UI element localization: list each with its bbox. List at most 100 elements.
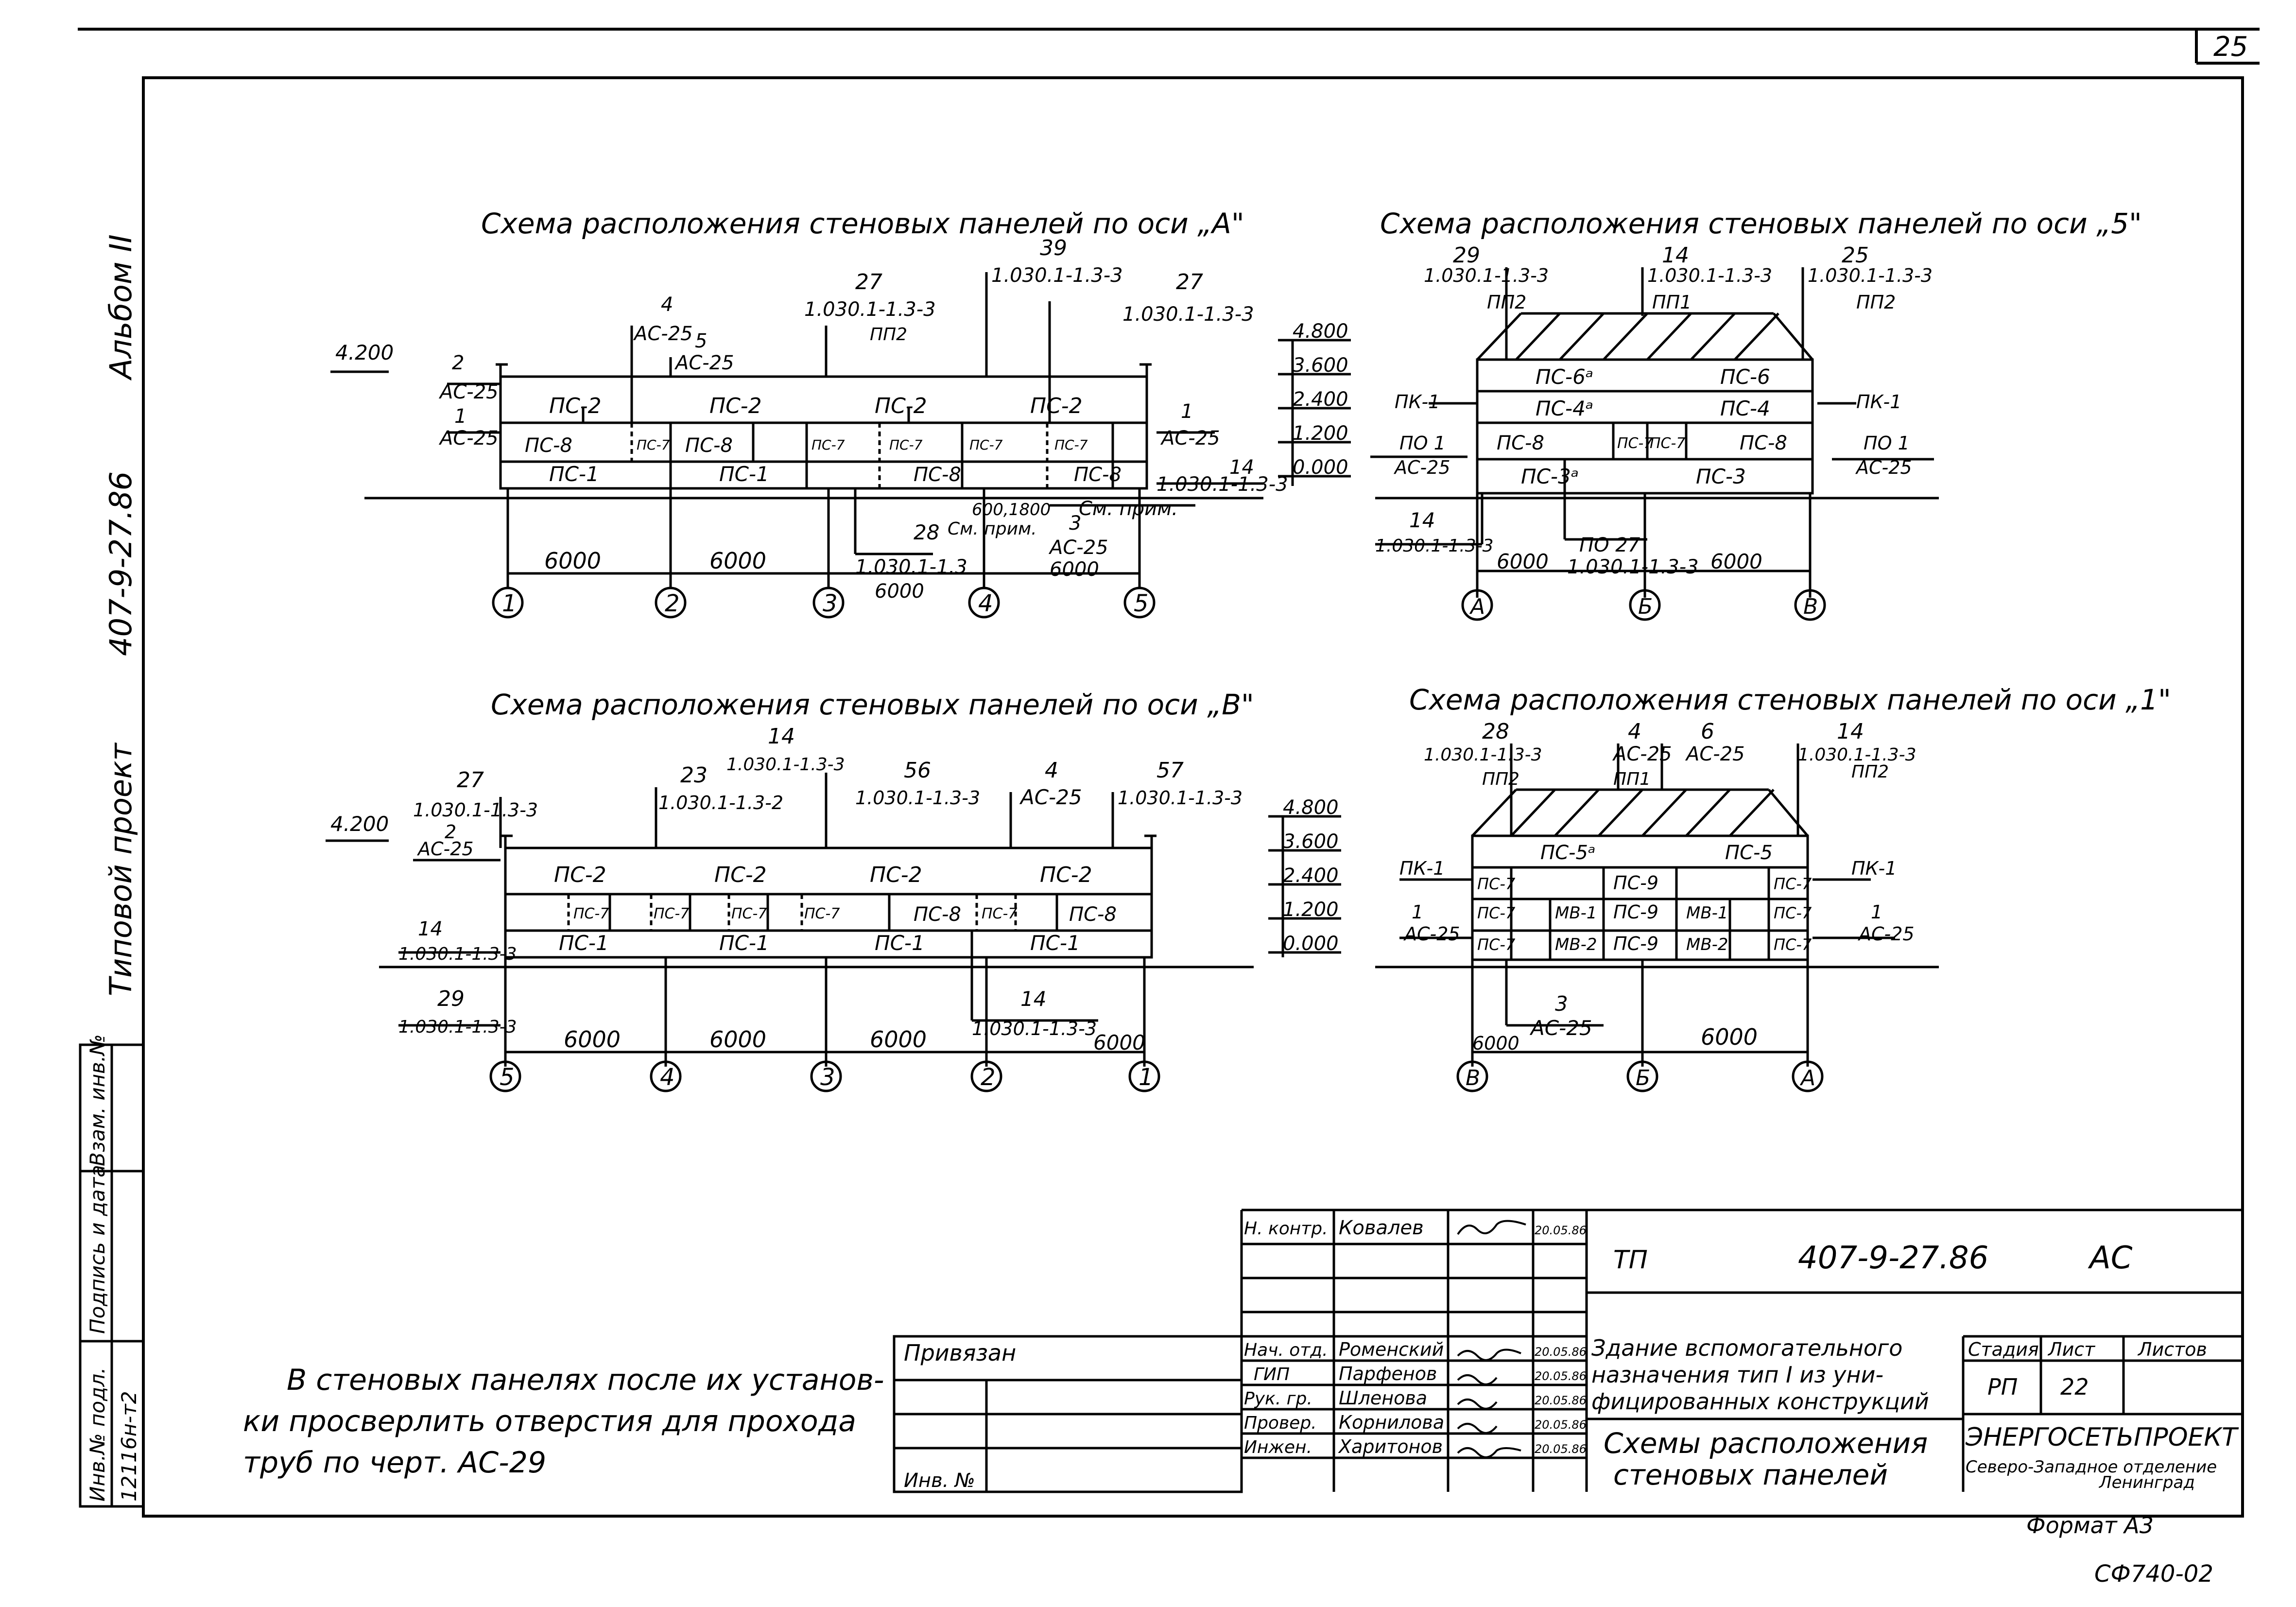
callout-a-27-ref: 1.030.1-1.3-3 [804, 298, 936, 321]
callout-1-3: 3 [1555, 992, 1568, 1016]
callout-v-14c-ref: 1.030.1-1.3-3 [972, 1018, 1097, 1039]
scheme-1-title: Схема расположения стеновых панелей по о… [1409, 683, 2171, 716]
panel-v-m6: ПС-7 [982, 905, 1017, 922]
scheme-1-axis-bubbles [1456, 1060, 1824, 1092]
callout-a-5: 5 [695, 330, 707, 352]
building-line-3: фицированных конструкций [1591, 1388, 1929, 1415]
callout-5-29-plate: ПП2 [1487, 292, 1526, 313]
panel-1-9: МВ-1 [1686, 903, 1728, 923]
tb-doc-code: 407-9-27.86 [1798, 1240, 1988, 1276]
axis-5-b: Б [1638, 594, 1653, 619]
panel-v-b1: ПС-1 [559, 931, 609, 955]
callout-a-39-ref: 1.030.1-1.3-3 [991, 264, 1123, 287]
axis-a-3: 3 [823, 590, 838, 617]
callout-a-2-ref: АС-25 [438, 381, 499, 403]
panel-a-m7: ПС-7 [1054, 437, 1088, 453]
panel-v-m4: ПС-7 [804, 905, 840, 922]
axis-a-4: 4 [978, 590, 993, 617]
sheet-value: 22 [2060, 1374, 2089, 1400]
project-code-side: 407-9-27.86 [103, 471, 138, 656]
note-line-3: труб по черт. АС-29 [243, 1446, 546, 1480]
span-1-1: 6000 [1472, 1033, 1519, 1054]
callout-1-4-ref: АС-25 [1612, 743, 1672, 765]
callout-5-14-ref: 1.030.1-1.3-3 [1647, 265, 1772, 286]
callout-1-4: 4 [1628, 719, 1641, 744]
callout-v-56: 56 [904, 758, 931, 783]
panel-v-b3: ПС-1 [875, 931, 925, 955]
panel-a-m2: ПС-7 [637, 437, 670, 453]
tb-mark: АС [2088, 1240, 2133, 1276]
panel-1-10: ПС-7 [1774, 904, 1812, 922]
axis-v-5: 5 [500, 1064, 515, 1091]
side-stamp: Альбом II 407-9-27.86 Типовой проект Инв… [79, 234, 145, 1508]
name-0: Ковалев [1339, 1217, 1424, 1239]
panel-1-6: ПС-7 [1477, 904, 1516, 922]
panel-v-m5: ПС-8 [914, 903, 961, 926]
panel-a-m3: ПС-8 [685, 434, 733, 457]
note-a-dims: 600,1800 [972, 500, 1051, 519]
callout-v-2: 2 [445, 821, 456, 843]
org-name: ЭНЕРГОСЕТЬПРОЕКТ [1965, 1423, 2239, 1452]
callout-a-27: 27 [855, 270, 882, 294]
callout-5-po27-ref: 1.030.1-1.3-3 [1567, 556, 1699, 578]
panel-a-m6: ПС-7 [969, 437, 1003, 453]
panel-5-3: ПС-4ᵃ [1536, 397, 1593, 420]
panel-1-2: ПС-5 [1725, 842, 1773, 864]
callout-v-14b: 14 [418, 918, 443, 940]
stage-value: РП [1987, 1374, 2018, 1400]
scheme-axis-a: Схема расположения стеновых панелей по о… [330, 207, 1351, 619]
callout-a-39: 39 [1040, 236, 1067, 260]
panel-a-b2: ПС-1 [719, 462, 769, 486]
date-4: 20.05.86 [1535, 1418, 1587, 1432]
panel-a-m1: ПС-8 [525, 434, 572, 457]
panel-v-m3: ПС-7 [731, 905, 767, 922]
panel-1-7: МВ-1 [1555, 903, 1597, 923]
callout-v-56-ref: 1.030.1-1.3-3 [855, 787, 980, 809]
scheme-a-title: Схема расположения стеновых панелей по о… [481, 207, 1244, 240]
callout-1-3-ref: АС-25 [1529, 1016, 1592, 1040]
span-a-2: 6000 [709, 548, 766, 574]
building-line-2: назначения тип I из уни- [1591, 1362, 1883, 1388]
name-5: Харитонов [1338, 1436, 1443, 1457]
axis-1-v: В [1466, 1066, 1480, 1090]
scheme-5-axis-bubbles [1461, 589, 1826, 621]
panel-1-8: ПС-9 [1613, 901, 1658, 923]
level-left-v: 4.200 [330, 812, 389, 836]
side-5-r2: ПО 1 [1864, 432, 1910, 454]
panel-5-9: ПС-3ᵃ [1521, 465, 1579, 488]
title-block: Привязан Инв. № ТП 407-9-27.86 АС Н. кон… [893, 1209, 2243, 1493]
panel-1-1: ПС-5ᵃ [1540, 842, 1596, 864]
callout-v-57-ref: 1.030.1-1.3-3 [1118, 787, 1243, 809]
scheme-a-axis-bubbles [492, 587, 1156, 619]
callout-5-25-plate: ПП2 [1856, 292, 1896, 313]
panel-a-t4: ПС-2 [1030, 394, 1083, 418]
panel-a-t1: ПС-2 [549, 394, 602, 418]
level-a-2: 3.600 [1293, 354, 1348, 377]
callout-v-4: 4 [1045, 758, 1058, 783]
scheme-axis-v: Схема расположения стеновых панелей по о… [326, 688, 1341, 1092]
callout-5-29-ref: 1.030.1-1.3-3 [1424, 265, 1549, 286]
level-v-4: 1.200 [1283, 899, 1339, 921]
panel-a-b3: ПС-8 [914, 464, 961, 486]
stamp-inv-value: 12116н-т2 [117, 1391, 141, 1502]
sheet-frame [78, 28, 2260, 1518]
side-1-l3: АС-25 [1403, 923, 1460, 945]
callout-a-14: 14 [1229, 456, 1254, 479]
org-sub-1: Северо-Западное отделение [1966, 1457, 2217, 1477]
span-a-1: 6000 [544, 548, 601, 574]
axis-1-b: Б [1636, 1066, 1650, 1090]
callout-1-14-plate: ПП2 [1851, 762, 1889, 782]
level-v-3: 2.400 [1283, 864, 1339, 887]
panel-v-m7: ПС-8 [1069, 903, 1117, 926]
callout-1-28: 28 [1482, 719, 1509, 744]
span-5-2: 6000 [1710, 550, 1762, 573]
callout-v-29-ref: 1.030.1-1.3-3 [398, 1017, 517, 1037]
span-v-2: 6000 [709, 1026, 766, 1053]
callout-v-23-ref: 1.030.1-1.3-2 [658, 792, 783, 813]
side-5-l1: ПК-1 [1395, 391, 1440, 413]
level-a-1: 4.800 [1293, 320, 1348, 343]
level-a-4: 1.200 [1293, 422, 1348, 445]
span-a-4: 6000 [1050, 558, 1099, 581]
callout-5-po27: ПО 27 [1579, 534, 1640, 556]
